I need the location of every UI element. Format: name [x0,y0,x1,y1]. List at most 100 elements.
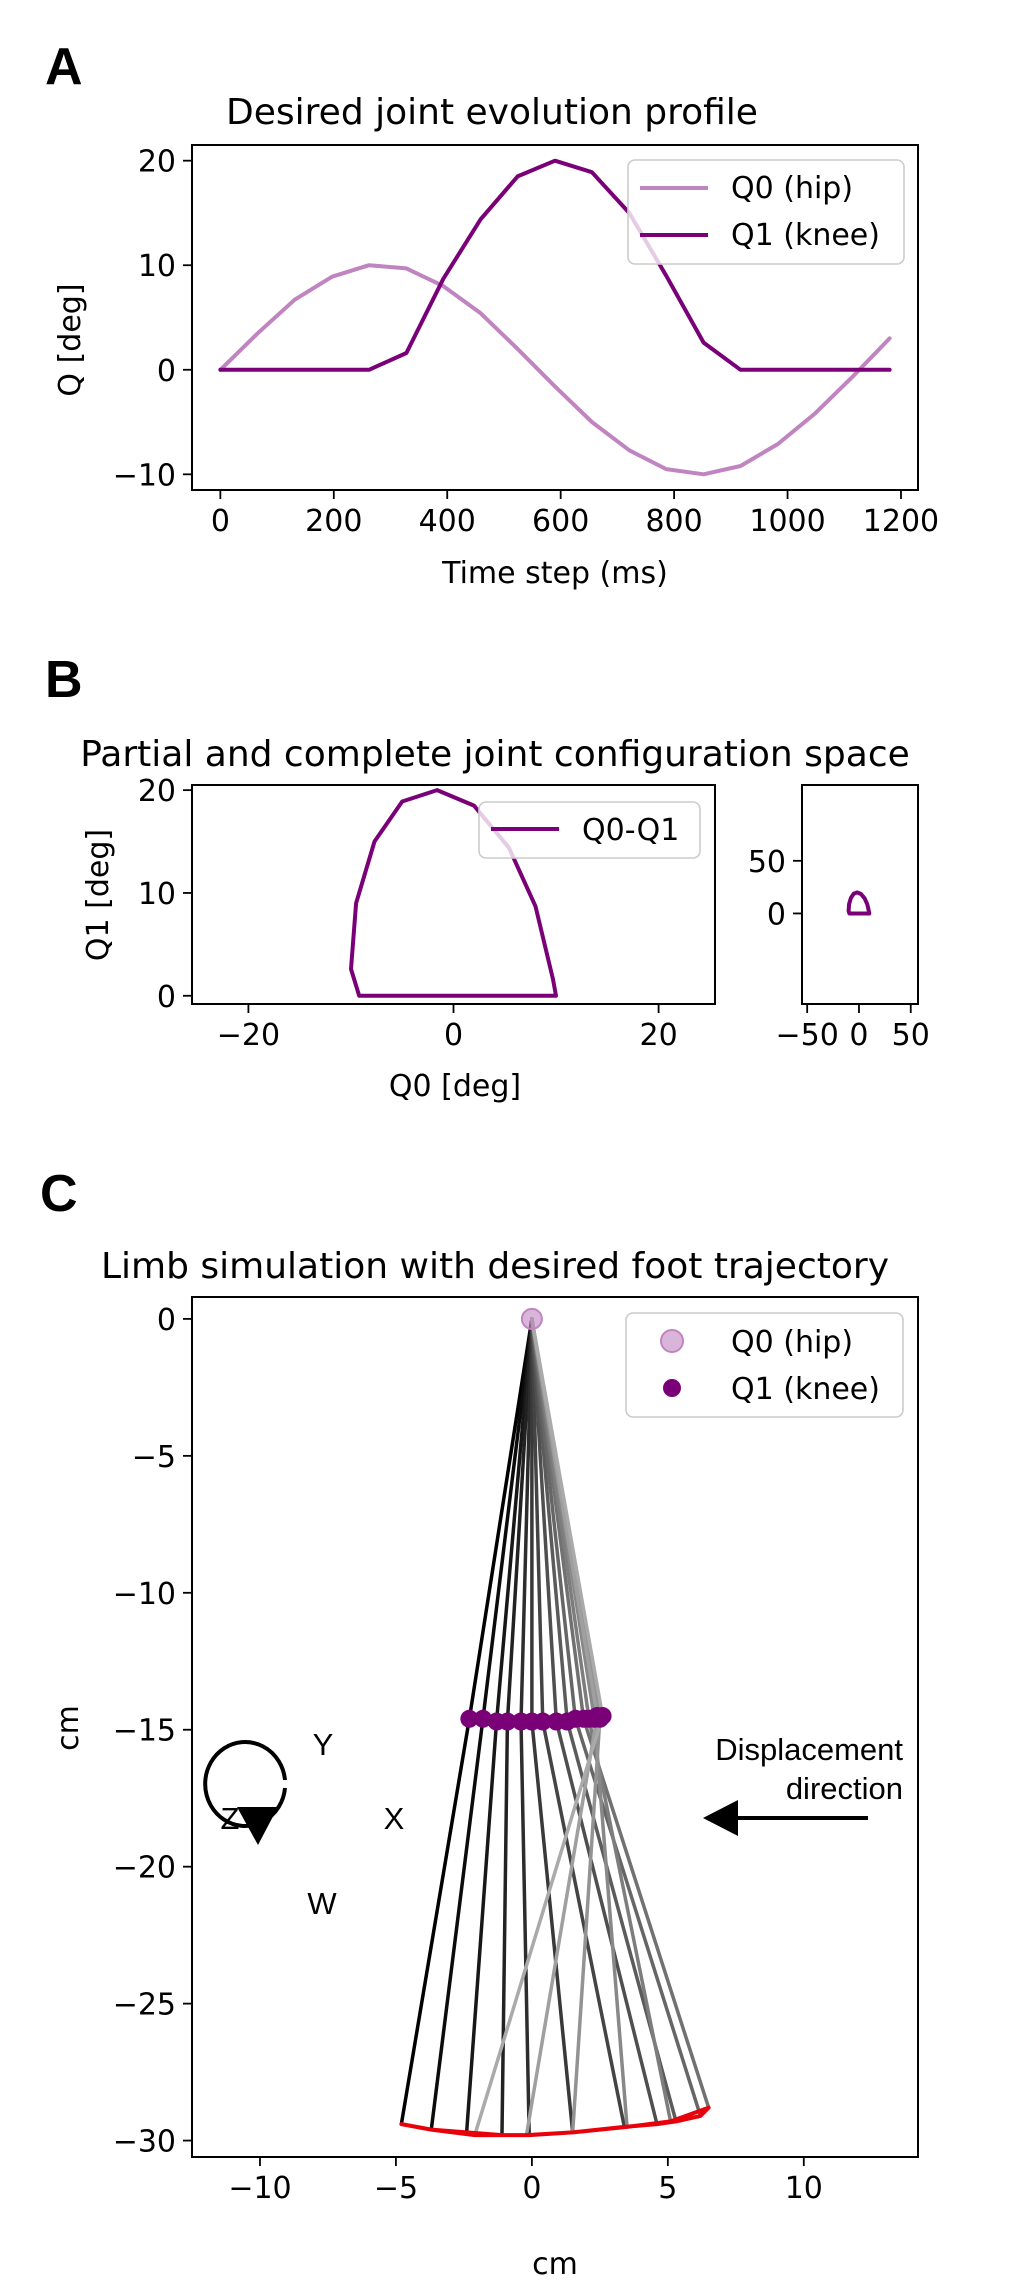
displacement-label-line1: Displacement [715,1732,903,1767]
chart-c-thigh-segment [519,1317,534,1724]
rotation-arrow-head [237,1807,278,1845]
chart-a-ytick-label: −10 [113,458,176,493]
chart-c-knee-point [533,1712,552,1731]
chart-c-hip-point [520,1307,543,1330]
chart-c-shank-segment [500,1719,510,2137]
chart-c-knee-point [593,1707,612,1726]
chart-b-inset: −50 0 50 0 50 [748,784,930,1053]
chart-c-shank-segment [464,1719,499,2135]
chart-c-shank-segment [524,1714,599,2137]
chart-b-legend-label: Q0-Q1 [582,813,679,848]
chart-c-shank-segment [473,1714,605,2137]
chart-c-thigh-segment [530,1317,605,1718]
chart-a-series-knee [218,158,892,372]
chart-c-shank-segment [554,1719,659,2126]
chart-c-legend-marker-hip [660,1329,684,1353]
chart-a-legend-label-knee: Q1 (knee) [731,218,880,253]
chart-c-xtick-label: −10 [228,2171,291,2206]
chart-c-shank-segment [592,1717,629,2129]
chart-a-frame [191,144,919,491]
chart-c-ytick-label: −25 [113,1988,176,2023]
chart-c: −10 −5 0 5 10 0 −5 −10 −15 −20 −25 −30 [113,1296,919,2206]
chart-b-title: Partial and complete joint configuration… [80,734,910,775]
chart-c-ylabel: cm [51,1705,86,1751]
chart-c-xtick-label: −5 [374,2171,418,2206]
chart-b-xlabel: Q0 [deg] [389,1069,521,1104]
chart-c-title: Limb simulation with desired foot trajec… [101,1246,889,1287]
displacement-label-line2: direction [786,1771,903,1806]
chart-c-xtick-label: 5 [658,2171,677,2206]
panel-letter-b: B [45,651,83,709]
chart-a-xtick-label: 0 [211,504,230,539]
chart-c-thigh-segment [505,1317,534,1724]
rotation-label-x: X [384,1801,405,1836]
chart-a-series-hip [218,263,892,477]
chart-b-inset-ytick-label: 50 [748,845,786,880]
chart-b-inset-frame [801,784,919,1005]
chart-a-ylabel: Q [deg] [53,283,88,396]
chart-c-ytick-label: −30 [113,2125,176,2160]
chart-c-shank-segment [429,1717,485,2132]
displacement-annotation: Displacement direction [703,1732,903,1836]
chart-c-ytick-label: −15 [113,1714,176,1749]
chart-b-inset-series [846,890,872,916]
chart-b-frame [191,784,716,1005]
chart-c-shank-segment [570,1717,602,2135]
chart-a-ytick-label: 10 [138,249,176,284]
displacement-arrow-head [703,1800,738,1836]
chart-c-xtick-label: 0 [522,2171,541,2206]
chart-c-thigh-segment [481,1317,534,1721]
chart-c-ytick-label: 0 [157,1303,176,1338]
chart-a-legend-label-hip: Q0 (hip) [731,171,853,206]
rotation-label-w: W [307,1886,337,1921]
chart-c-xtick-label: 10 [785,2171,823,2206]
chart-b-legend-frame [478,801,701,859]
panel-letter-a: A [45,38,83,96]
chart-c-legend: Q0 (hip) Q1 (knee) [625,1312,904,1418]
chart-c-legend-label-knee: Q1 (knee) [731,1372,880,1407]
chart-a-xlabel: Time step (ms) [441,556,668,591]
chart-c-ytick-label: −10 [113,1577,176,1612]
chart-b-xtick-label: 0 [444,1018,463,1053]
chart-b-xtick-label: 20 [640,1018,678,1053]
chart-a-xtick-label: 600 [532,504,589,539]
chart-b-ytick-label: 10 [138,877,176,912]
chart-c-frame [191,1296,919,2158]
chart-c-thigh-segment [530,1317,545,1724]
chart-b-ytick-label: 20 [138,774,176,809]
chart-c-knee-point [473,1709,492,1728]
chart-c-legend-label-hip: Q0 (hip) [731,1325,853,1360]
chart-b: −20 0 20 0 10 20 [138,774,716,1053]
rotation-label-z: Z [221,1801,240,1836]
chart-b-series-q0-q1 [349,788,558,998]
chart-c-thigh-segment [494,1317,534,1724]
chart-b-xtick-label: −20 [217,1018,280,1053]
chart-a-ytick-label: 0 [157,354,176,389]
chart-b-inset-ytick-label: 0 [767,897,786,932]
chart-a-xtick-label: 800 [645,504,702,539]
chart-b-inset-xtick-label: 50 [892,1018,930,1053]
chart-c-knee-point [460,1709,479,1728]
chart-a-legend: Q0 (hip) Q1 (knee) [627,159,905,265]
chart-a-xtick-label: 400 [419,504,476,539]
chart-c-thigh-segment [467,1317,534,1721]
chart-c-shank-segment [399,1717,472,2126]
rotation-label-y: Y [313,1727,334,1762]
chart-a-xtick-label: 200 [305,504,362,539]
chart-c-shank-segment [530,1719,575,2135]
chart-c-shank-segment [541,1719,627,2129]
chart-c-shank-segment [587,1717,673,2124]
chart-a-title: Desired joint evolution profile [226,92,758,133]
chart-c-ytick-label: −5 [132,1440,176,1475]
chart-b-inset-xtick-label: 0 [849,1018,868,1053]
chart-c-foot-trajectory [399,2105,711,2138]
rotation-annotation: Y X Z W [203,1727,405,1921]
chart-b-ylabel: Q1 [deg] [81,829,116,961]
chart-c-legend-marker-knee [663,1379,681,1397]
chart-b-legend: Q0-Q1 [478,801,701,859]
chart-b-inset-xtick-label: −50 [776,1018,839,1053]
chart-c-ytick-label: −20 [113,1851,176,1886]
chart-b-ytick-label: 0 [157,980,176,1015]
